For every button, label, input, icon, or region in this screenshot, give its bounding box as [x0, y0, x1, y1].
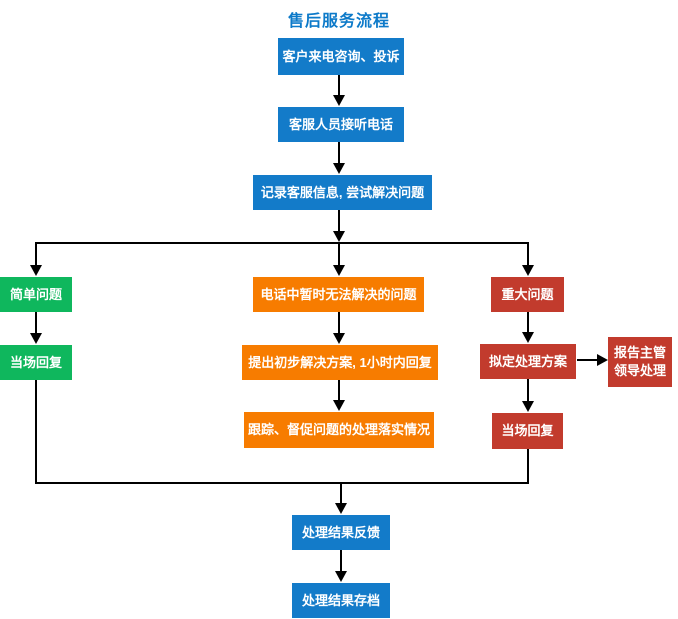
- arrowhead-down-icon: [30, 265, 42, 276]
- arrowhead-down-icon: [522, 265, 534, 276]
- connector-branch-right: [527, 242, 529, 266]
- arrowhead-right-icon: [597, 354, 608, 366]
- node-agent-answer: 客服人员接听电话: [278, 107, 404, 142]
- node-record-info: 记录客服信息, 尝试解决问题: [253, 175, 432, 210]
- arrowhead-down-icon: [333, 231, 345, 242]
- node-major-issue: 重大问题: [491, 277, 564, 312]
- arrowhead-down-icon: [333, 265, 345, 276]
- node-track-progress: 跟踪、督促问题的处理落实情况: [244, 412, 434, 448]
- arrowhead-down-icon: [333, 163, 345, 174]
- connector-feedback-archive: [340, 550, 342, 572]
- arrowhead-down-icon: [333, 95, 345, 106]
- arrowhead-down-icon: [30, 333, 42, 344]
- connector-answer-record: [338, 142, 340, 164]
- connector-merge-horizontal: [35, 482, 529, 484]
- node-result-archive: 处理结果存档: [292, 583, 390, 618]
- report-leader-line2: 领导处理: [613, 363, 666, 378]
- arrowhead-down-icon: [335, 571, 347, 582]
- connector-plan-report: [577, 359, 598, 361]
- connector-branch-left: [35, 242, 37, 266]
- node-simple-issue: 简单问题: [0, 277, 72, 312]
- node-unsolvable-on-phone: 电话中暂时无法解决的问题: [253, 277, 424, 312]
- report-leader-line1: 报告主管: [613, 345, 666, 361]
- arrowhead-down-icon: [335, 503, 347, 514]
- connector-plan-reply: [527, 379, 529, 402]
- arrowhead-down-icon: [333, 400, 345, 411]
- flowchart-title: 售后服务流程: [287, 13, 390, 30]
- connector-solution-track: [338, 380, 340, 401]
- node-make-plan: 拟定处理方案: [480, 344, 576, 379]
- connector-merge-right: [527, 449, 529, 484]
- connector-merge-left: [35, 380, 37, 484]
- connector-branch-middle: [338, 242, 340, 266]
- connector-branch-horizontal: [35, 242, 529, 244]
- connector-merge-feedback: [340, 484, 342, 504]
- connector-call-answer: [338, 75, 340, 96]
- node-customer-call: 客户来电咨询、投诉: [278, 38, 404, 75]
- node-result-feedback: 处理结果反馈: [292, 515, 390, 550]
- arrowhead-down-icon: [333, 333, 345, 344]
- connector-major-plan: [527, 312, 529, 333]
- arrowhead-down-icon: [522, 332, 534, 343]
- node-initial-solution: 提出初步解决方案, 1小时内回复: [242, 345, 438, 380]
- connector-unsolvable-solution: [338, 312, 340, 334]
- connector-record-branch: [338, 210, 340, 232]
- connector-simple-reply: [35, 312, 37, 334]
- arrowhead-down-icon: [522, 401, 534, 412]
- node-major-reply: 当场回复: [492, 413, 563, 449]
- node-simple-reply: 当场回复: [0, 345, 72, 380]
- node-report-leader: 报告主管 领导处理: [608, 337, 672, 387]
